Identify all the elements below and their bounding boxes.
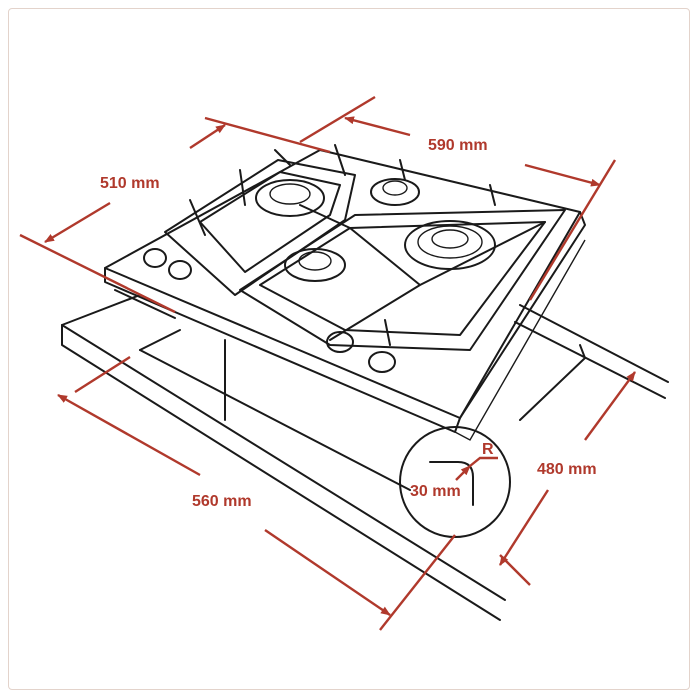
cutout-width-560-label: 560 mm	[192, 493, 252, 510]
burners	[255, 178, 496, 282]
dimensions: 510 mm 590 mm 560 mm 480 mm	[19, 95, 636, 631]
knobs	[143, 248, 396, 373]
burner-back-left	[255, 179, 325, 217]
corner-detail: R 30 mm	[399, 426, 511, 538]
burner-back-right	[370, 178, 420, 206]
burner-front-left	[284, 248, 346, 282]
image-frame	[8, 8, 690, 690]
countertop	[61, 294, 669, 621]
depth-510-label: 510 mm	[100, 175, 160, 192]
corner-radius-value: 30 mm	[410, 483, 461, 500]
width-590-label: 590 mm	[428, 137, 488, 154]
burner-wok	[404, 220, 496, 270]
corner-radius-label: R	[482, 441, 494, 458]
cutout-depth-480-label: 480 mm	[537, 461, 597, 478]
pan-supports	[164, 144, 566, 351]
